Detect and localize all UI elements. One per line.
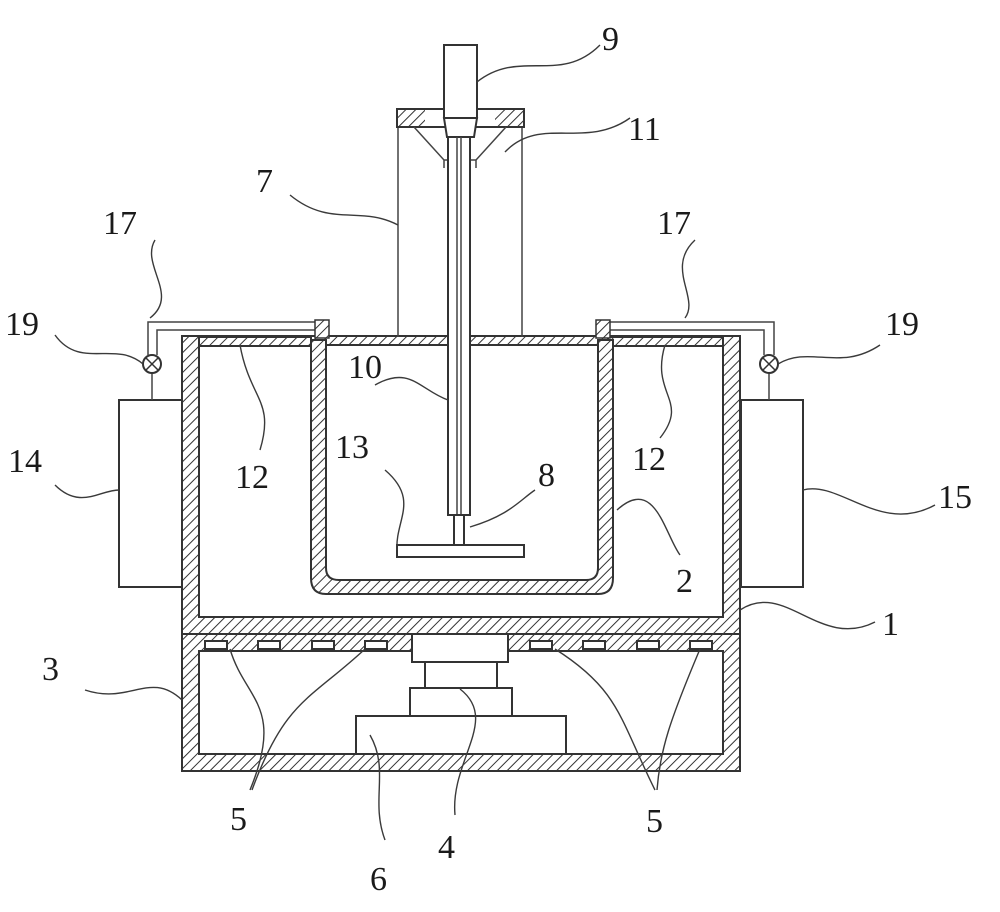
stirring-shaft [447, 136, 471, 546]
left-lid-strip [198, 336, 312, 347]
motor [442, 44, 479, 138]
label-6: 6 [370, 861, 387, 898]
base-motor [409, 633, 513, 717]
label-11: 11 [628, 111, 661, 148]
label-19-right: 19 [885, 306, 919, 343]
label-10: 10 [348, 349, 382, 386]
label-19-left: 19 [5, 306, 39, 343]
label-1: 1 [882, 606, 899, 643]
inner-bowl [310, 339, 614, 595]
leader-lines [54, 44, 936, 841]
label-14: 14 [8, 443, 42, 480]
label-8: 8 [538, 457, 555, 494]
label-5-right: 5 [646, 803, 663, 840]
stirring-blade [396, 544, 525, 558]
right-lid-strip [607, 336, 724, 347]
heating-pads [204, 640, 713, 650]
right-tank [740, 399, 804, 588]
right-pipe [595, 319, 775, 400]
label-12-left: 12 [235, 459, 269, 496]
label-3: 3 [42, 651, 59, 688]
left-pipe [147, 319, 330, 400]
left-tank [118, 399, 184, 588]
label-15: 15 [938, 479, 972, 516]
base-block [355, 715, 567, 755]
label-17-left: 17 [103, 205, 137, 242]
label-4: 4 [438, 829, 455, 866]
label-7: 7 [256, 163, 273, 200]
left-valve [142, 354, 162, 374]
label-12-right: 12 [632, 441, 666, 478]
right-valve [759, 354, 779, 374]
label-17-right: 17 [657, 205, 691, 242]
label-13: 13 [335, 429, 369, 466]
labels: 9 11 7 17 17 19 19 10 12 12 13 8 14 15 2… [5, 21, 972, 898]
label-2: 2 [676, 563, 693, 600]
label-9: 9 [602, 21, 619, 58]
label-5-left: 5 [230, 801, 247, 838]
